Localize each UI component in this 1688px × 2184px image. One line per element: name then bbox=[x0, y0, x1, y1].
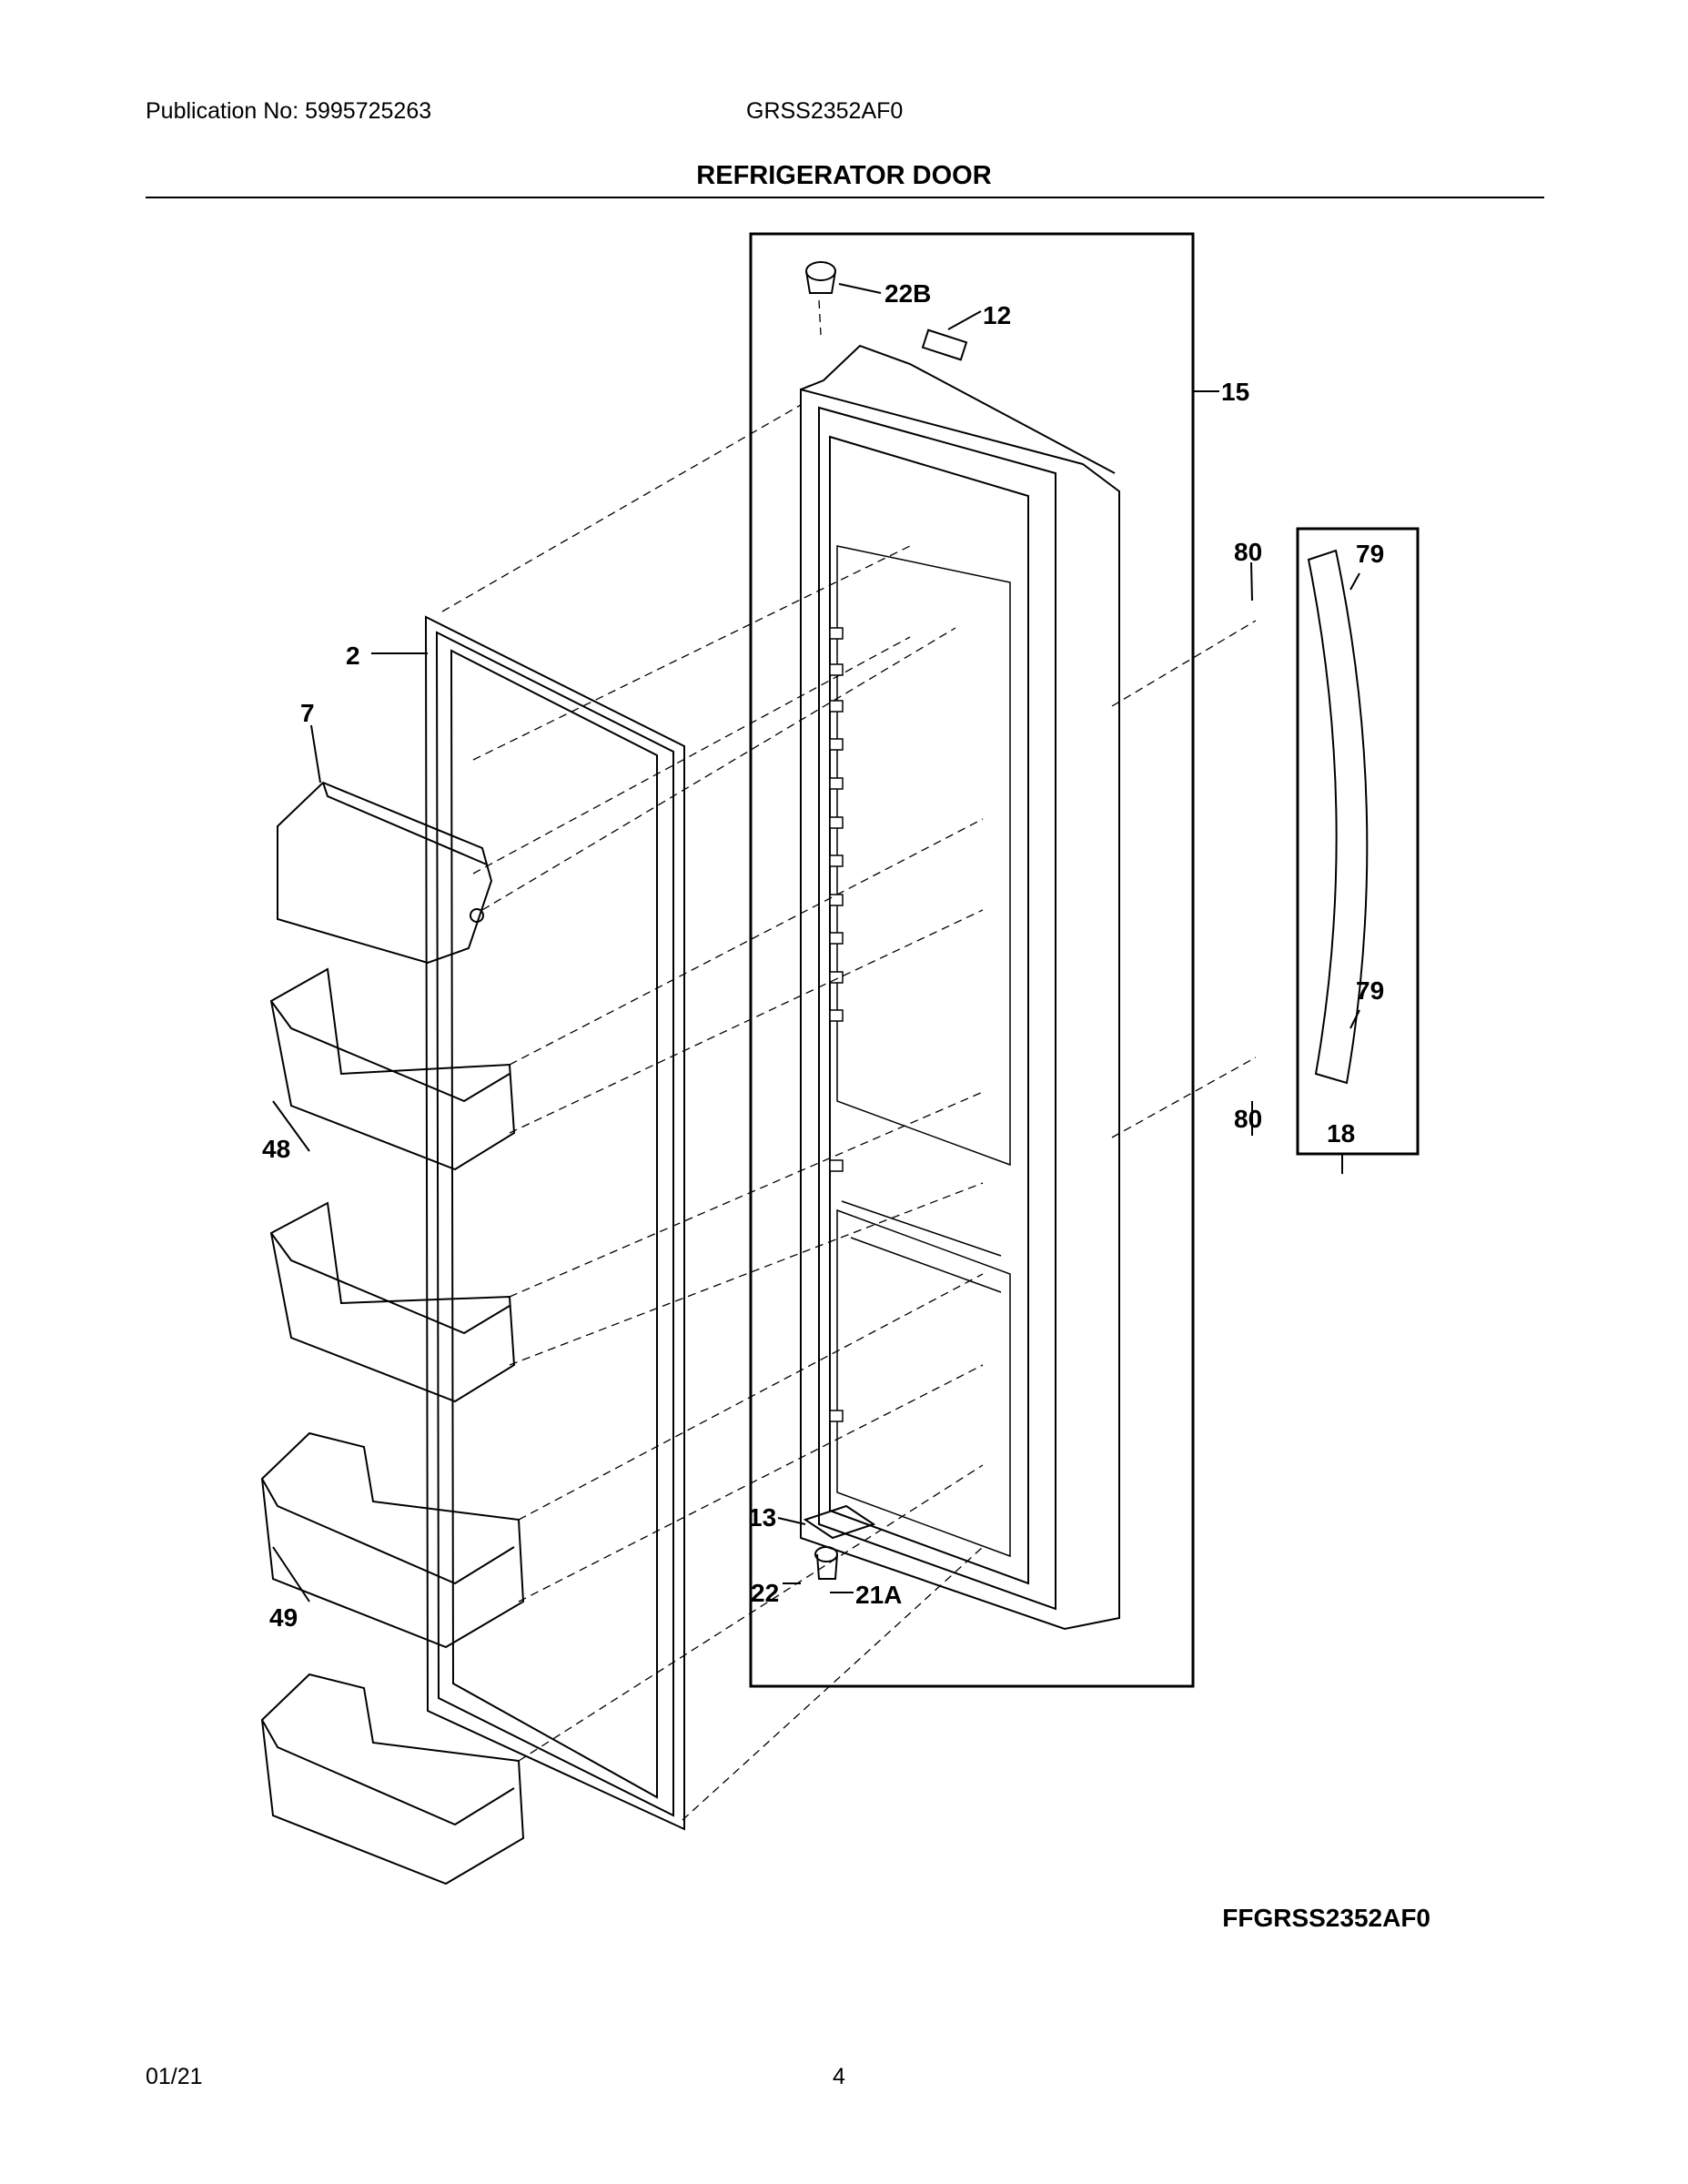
callout-80-upper: 80 bbox=[1234, 538, 1262, 566]
door-gasket bbox=[424, 615, 685, 1831]
callout-80-lower: 80 bbox=[1234, 1105, 1262, 1133]
dairy-door-bin bbox=[277, 781, 493, 965]
callout-22b: 22B bbox=[884, 279, 931, 308]
callout-79-lower: 79 bbox=[1356, 976, 1384, 1005]
callout-12: 12 bbox=[983, 301, 1011, 329]
shelf-supports bbox=[829, 627, 844, 1422]
callout-22: 22 bbox=[751, 1579, 779, 1607]
door-bin-48-upper bbox=[269, 967, 516, 1171]
callout-48: 48 bbox=[262, 1135, 290, 1163]
callout-49: 49 bbox=[269, 1603, 298, 1632]
callout-7: 7 bbox=[300, 699, 315, 727]
door-bin-49-lower bbox=[260, 1673, 525, 1886]
callout-18: 18 bbox=[1327, 1119, 1355, 1148]
callout-21a: 21A bbox=[855, 1581, 902, 1609]
publication-number: Publication No: 5995725263 bbox=[146, 98, 432, 124]
door-bin-49-upper bbox=[260, 1431, 525, 1649]
footer-date: 01/21 bbox=[146, 2064, 203, 2089]
door-bin-48-lower bbox=[269, 1201, 516, 1403]
callout-13: 13 bbox=[748, 1503, 776, 1532]
alignment-lines bbox=[441, 299, 1257, 1821]
door-handle bbox=[1307, 549, 1369, 1085]
callout-15: 15 bbox=[1221, 378, 1249, 406]
leader-lines bbox=[272, 283, 1360, 1603]
hinge-parts bbox=[803, 261, 968, 1580]
page-title: REFRIGERATOR DOOR bbox=[696, 161, 992, 190]
callout-79-upper: 79 bbox=[1356, 540, 1384, 568]
model-number: GRSS2352AF0 bbox=[746, 98, 904, 124]
door-assembly-frame bbox=[749, 232, 1195, 1688]
page-number: 4 bbox=[833, 2064, 845, 2089]
callout-2: 2 bbox=[346, 642, 360, 670]
header-divider bbox=[146, 197, 1544, 198]
door-liner bbox=[800, 344, 1120, 1631]
handle-assembly-frame bbox=[1296, 527, 1420, 1156]
diagram-code: FFGRSS2352AF0 bbox=[1222, 1904, 1430, 1932]
